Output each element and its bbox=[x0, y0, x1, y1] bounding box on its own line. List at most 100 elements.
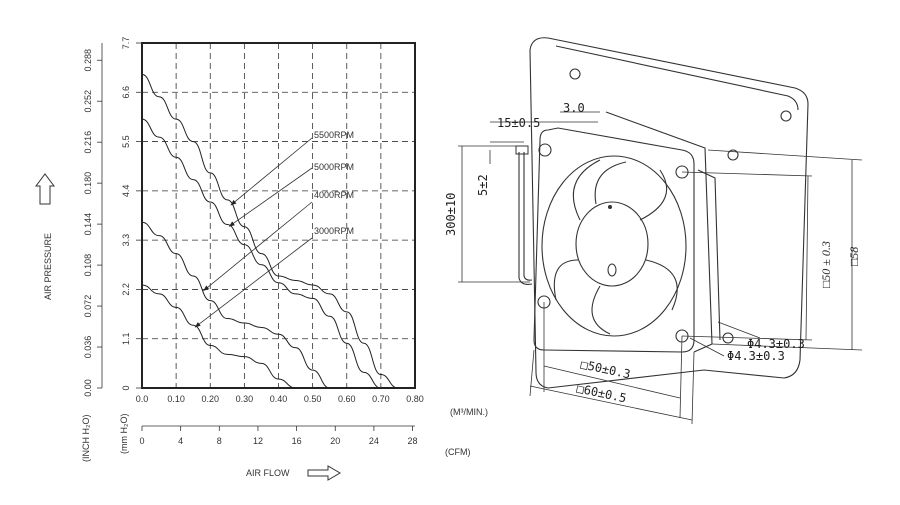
leader-3000rpm bbox=[194, 237, 313, 328]
y-axis-label: AIR PRESSURE bbox=[43, 233, 53, 300]
leader-hole-a bbox=[717, 321, 761, 339]
x-unit-m3: (M³/MIN.) bbox=[450, 407, 488, 417]
y-tick-mm: 4.4 bbox=[121, 185, 131, 198]
dim-text-50v: □50 ± 0.3 bbox=[819, 241, 833, 288]
mounting-plate bbox=[529, 37, 809, 389]
curve-3000rpm bbox=[141, 284, 296, 389]
y-tick-inch: 0.036 bbox=[83, 336, 93, 359]
curve-5000rpm bbox=[141, 118, 381, 389]
y-unit-mm: (mm H₂O) bbox=[119, 414, 129, 454]
y-tick-mm: 7.7 bbox=[121, 37, 131, 50]
leader-5500rpm bbox=[230, 137, 313, 206]
dim-text-hole-a: Φ4.3±0.3 bbox=[747, 337, 805, 351]
y-axis-inch-ticks: 0.00 0.036 0.072 0.108 0.144 0.180 0.216 0.252 0… bbox=[83, 43, 103, 397]
lead-wire-2 bbox=[523, 152, 533, 281]
y-tick-inch: 0.00 bbox=[83, 379, 93, 397]
leader-5000rpm bbox=[228, 167, 313, 227]
plate-hole-top-left bbox=[569, 68, 581, 80]
y-tick-mm: 1.1 bbox=[121, 332, 131, 345]
dim-text-3: 3.0 bbox=[563, 101, 585, 115]
x-axis-label: AIR FLOW bbox=[246, 468, 290, 478]
ext-left-frame bbox=[529, 349, 535, 397]
fan-side bbox=[605, 111, 713, 353]
rpm-label: 4000RPM bbox=[314, 190, 354, 200]
y-axis-mm-ticks: 01.12.23.34.45.56.67.7 bbox=[121, 37, 142, 391]
rpm-label: 3000RPM bbox=[314, 226, 354, 236]
y-tick-mm: 3.3 bbox=[121, 234, 131, 247]
y-tick-inch: 0.252 bbox=[83, 90, 93, 113]
y-tick-mm: 0 bbox=[121, 385, 131, 390]
x-axis-cfm-ticks: 0 4 8 12 16 20 24 28 bbox=[139, 426, 418, 446]
leader-4000rpm bbox=[203, 201, 313, 292]
x-tick-cfm: 20 bbox=[330, 436, 340, 446]
chart-curves bbox=[141, 73, 399, 389]
leader-hole-b bbox=[689, 337, 725, 357]
x-tick-m3: 0.50 bbox=[304, 394, 322, 404]
arrowhead-3000rpm bbox=[194, 322, 201, 328]
x-axis-m3-ticks: 0.0 0.10 0.20 0.30 0.40 0.50 0.60 0.70 0.80 bbox=[136, 394, 424, 404]
arrow-right-icon bbox=[307, 465, 341, 481]
rpm-labels: 5500RPM 5000RPM 4000RPM 3000RPM bbox=[194, 130, 354, 328]
y-tick-inch: 0.288 bbox=[83, 49, 93, 72]
plate-hole-bottom-right bbox=[722, 332, 734, 344]
x-tick-cfm: 12 bbox=[253, 436, 263, 446]
dim-60-horiz bbox=[529, 385, 693, 421]
fan-drawing: 15±0.5 3.0 5±2 300±10 □50 ± 0.3 □58 Φ4.3… bbox=[444, 37, 863, 425]
y-tick-inch: 0.108 bbox=[83, 254, 93, 277]
y-tick-mm: 2.2 bbox=[121, 283, 131, 296]
lead-wire bbox=[518, 152, 533, 285]
arrowhead-5000rpm bbox=[229, 221, 235, 227]
x-tick-cfm: 28 bbox=[408, 436, 418, 446]
dim-text-50h: □50±0.3 bbox=[579, 357, 631, 381]
fan-hole-top-left bbox=[538, 143, 552, 157]
dim-text-60h: □60±0.5 bbox=[575, 381, 627, 405]
plot-frame bbox=[141, 42, 416, 389]
fan-hub bbox=[575, 201, 649, 287]
x-tick-m3: 0.30 bbox=[236, 394, 254, 404]
curve-4000rpm bbox=[141, 221, 330, 389]
x-tick-cfm: 24 bbox=[369, 436, 379, 446]
y-unit-inch: (INCH H₂O) bbox=[81, 415, 91, 463]
ext-top-holes bbox=[681, 171, 813, 177]
fan-frame bbox=[533, 127, 695, 353]
dim-text-15: 15±0.5 bbox=[497, 116, 540, 130]
x-tick-cfm: 0 bbox=[139, 436, 144, 446]
ext-right-frame bbox=[691, 351, 695, 425]
x-tick-cfm: 4 bbox=[178, 436, 183, 446]
dim-text-wire: 300±10 bbox=[444, 193, 458, 236]
ext-bottom-holes bbox=[681, 335, 813, 341]
x-tick-m3: 0.10 bbox=[167, 394, 185, 404]
y-tick-inch: 0.144 bbox=[83, 213, 93, 236]
ext-top-frame bbox=[707, 149, 863, 161]
plate-hole-top-right bbox=[780, 110, 792, 122]
x-unit-cfm: (CFM) bbox=[445, 447, 471, 457]
y-tick-inch: 0.180 bbox=[83, 172, 93, 195]
x-tick-cfm: 8 bbox=[217, 436, 222, 446]
rpm-label: 5500RPM bbox=[314, 130, 354, 140]
x-tick-cfm: 16 bbox=[292, 436, 302, 446]
x-tick-m3: 0.60 bbox=[338, 394, 356, 404]
y-tick-inch: 0.072 bbox=[83, 295, 93, 318]
dim-50-horiz bbox=[543, 365, 681, 399]
x-tick-m3: 0.20 bbox=[201, 394, 219, 404]
curve-5500rpm bbox=[141, 73, 399, 389]
x-tick-m3: 0.40 bbox=[270, 394, 288, 404]
x-tick-m3: 0.0 bbox=[136, 394, 149, 404]
x-tick-m3: 0.70 bbox=[372, 394, 390, 404]
fan-blades bbox=[553, 159, 678, 335]
x-tick-m3: 0.80 bbox=[406, 394, 424, 404]
y-tick-inch: 0.216 bbox=[83, 131, 93, 154]
dim-text-strip: 5±2 bbox=[476, 174, 490, 196]
wire-end bbox=[515, 145, 529, 155]
dim-text-hole-b: Φ4.3±0.3 bbox=[727, 349, 785, 363]
arrow-up-icon bbox=[35, 173, 55, 205]
fan-opening bbox=[541, 155, 687, 337]
plate-edge bbox=[555, 45, 799, 111]
chart-grid bbox=[142, 43, 415, 388]
plate-hole-mid-right bbox=[727, 149, 739, 161]
arrowhead-5500rpm bbox=[230, 199, 237, 206]
hub-dot bbox=[608, 205, 612, 209]
rpm-label: 5000RPM bbox=[314, 162, 354, 172]
